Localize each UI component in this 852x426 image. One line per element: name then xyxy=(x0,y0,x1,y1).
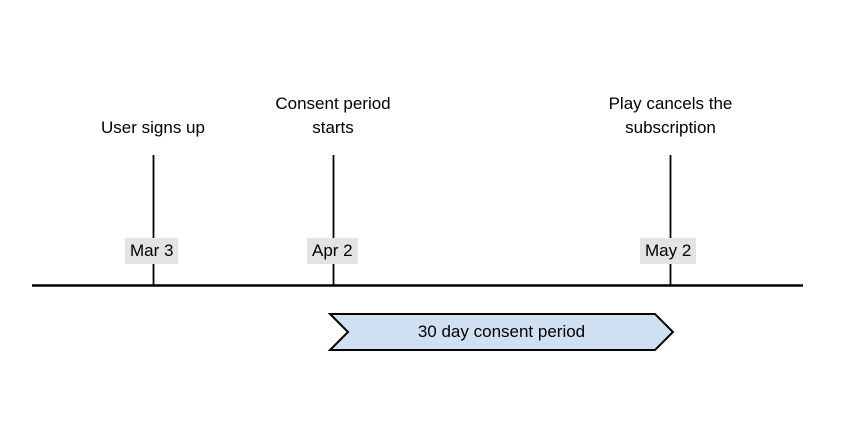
consent-period-banner-shape xyxy=(327,313,675,351)
event-date-chip-mar-3: Mar 3 xyxy=(125,238,179,264)
event-date-chip-may-2: May 2 xyxy=(640,238,697,264)
event-date-chip-apr-2: Apr 2 xyxy=(307,238,358,264)
consent-period-banner-label: 30 day consent period xyxy=(417,322,586,341)
